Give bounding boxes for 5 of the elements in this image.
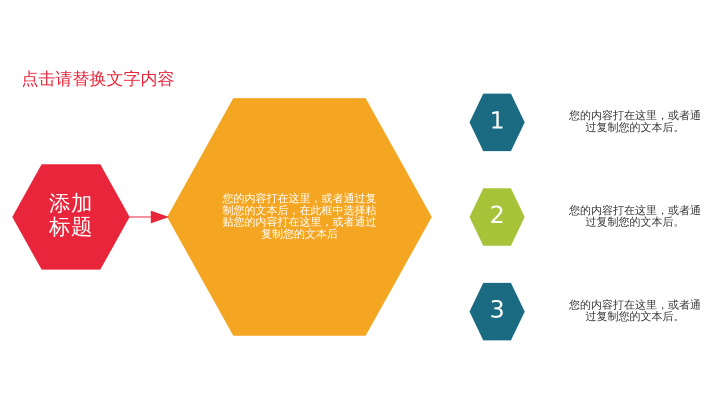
node-label: 您的内容打在这里，或者通过复制您的文本后。 [569, 203, 702, 228]
node-label: 您的内容打在这里，或者通过复制您的文本后。 [569, 108, 702, 134]
node-label: 您的内容打在这里，或者通过复制您的文本后。 [569, 298, 702, 323]
diagram-title: 点击请替换文字内容 [21, 68, 174, 89]
arrow [129, 210, 170, 223]
